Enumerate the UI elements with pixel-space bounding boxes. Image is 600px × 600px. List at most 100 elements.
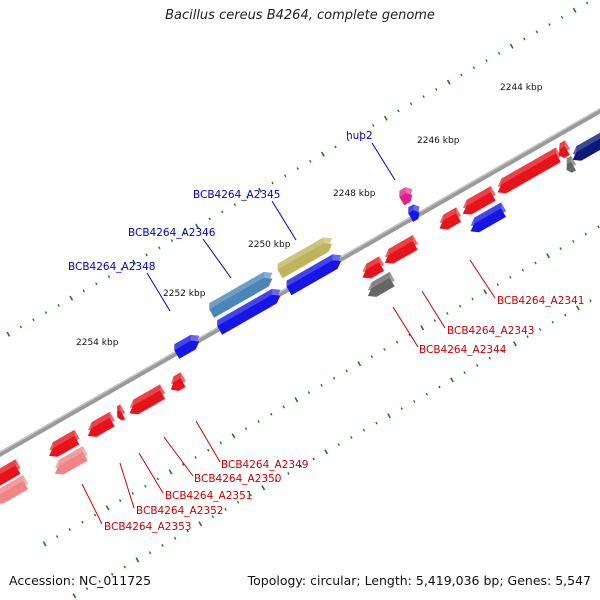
gene-label-a2341[interactable]: BCB4264_A2341 <box>497 295 584 307</box>
scale-tick <box>118 499 122 503</box>
scale-label-2250: 2250 kbp <box>248 240 291 250</box>
scale-tick <box>296 167 299 171</box>
scale-tick <box>269 412 273 416</box>
gene-label-a2343[interactable]: BCB4264_A2343 <box>447 325 534 337</box>
gene-block-left-pink <box>0 474 29 504</box>
scale-tick <box>485 59 488 63</box>
gene-label-a2351[interactable]: BCB4264_A2351 <box>165 490 252 502</box>
scale-tick <box>219 441 223 445</box>
gene-block-a2345 <box>277 237 333 279</box>
scale-tick <box>312 457 315 461</box>
scale-tick <box>559 247 562 251</box>
gene-block-a2341a <box>497 147 561 194</box>
scale-tick <box>131 491 134 495</box>
leader-a2345 <box>271 200 297 241</box>
scale-tick <box>375 421 378 425</box>
scale-tick <box>195 223 199 229</box>
scale-tick <box>523 37 526 41</box>
gene-block-small-blue <box>408 204 420 222</box>
scale-tick <box>488 356 492 360</box>
gene-block-a2343b <box>362 256 385 279</box>
scale-tick <box>346 138 350 142</box>
scale-tick <box>433 319 437 323</box>
gene-block-a2349 <box>170 372 186 392</box>
scale-tick <box>156 477 160 481</box>
scale-tick <box>249 493 252 497</box>
gene-label-a2345[interactable]: BCB4264_A2345 <box>193 189 280 201</box>
gene-block-hup2 <box>399 187 413 206</box>
gene-block-right-gray <box>566 155 577 173</box>
scale-tick <box>395 340 399 344</box>
scale-tick <box>597 225 600 229</box>
gene-block-a2352 <box>49 429 80 457</box>
scale-tick <box>181 463 185 467</box>
scale-tick <box>145 253 148 257</box>
gene-block-a2350b <box>116 404 126 421</box>
scale-tick <box>258 187 262 193</box>
gene-label-a2348[interactable]: BCB4264_A2348 <box>68 261 155 273</box>
gene-label-a2350[interactable]: BCB4264_A2350 <box>194 473 281 485</box>
scale-tick <box>334 145 337 149</box>
scale-tick <box>107 275 111 279</box>
scale-tick <box>463 371 466 375</box>
scale-tick <box>450 377 454 383</box>
page-title: Bacillus cereus B4264, complete genome <box>165 8 435 23</box>
scale-tick <box>383 347 386 351</box>
scale-tick <box>575 305 580 311</box>
scale-tick <box>383 115 388 121</box>
gene-block-a2350 <box>129 384 166 415</box>
gene-block-a2341c <box>462 186 496 215</box>
scale-tick <box>572 7 577 13</box>
scale-tick <box>337 443 340 447</box>
scale-tick <box>350 436 353 439</box>
scale-tick <box>170 239 174 243</box>
scale-tick <box>95 282 98 286</box>
scale-tick <box>370 355 374 359</box>
scale-tick <box>144 484 147 488</box>
scale-tick <box>551 320 554 324</box>
scale-tick <box>274 479 278 483</box>
scale-tick <box>208 217 211 221</box>
gene-block-left-red <box>0 459 21 486</box>
scale-tick <box>560 15 564 19</box>
gene-block-a2346b <box>217 288 281 335</box>
scale-tick <box>68 527 72 531</box>
gene-block-right-navy <box>572 129 600 161</box>
genome-summary-text: Topology: circular; Length: 5,419,036 bp… <box>247 573 591 588</box>
scale-tick <box>420 325 425 331</box>
scale-tick <box>309 159 312 163</box>
leader-a2344 <box>392 306 419 348</box>
scale-tick <box>42 541 47 547</box>
scale-tick <box>148 551 152 555</box>
scale-tick <box>198 521 203 527</box>
scale-tick <box>460 73 463 77</box>
gene-label-a2344[interactable]: BCB4264_A2344 <box>419 344 507 356</box>
gene-label-a2353[interactable]: BCB4264_A2353 <box>104 521 191 533</box>
scale-tick <box>236 500 240 504</box>
scale-tick <box>475 364 479 367</box>
scale-tick <box>521 268 525 272</box>
gene-label-a2346[interactable]: BCB4264_A2346 <box>128 227 216 239</box>
scale-tick <box>194 455 197 459</box>
scale-tick <box>233 203 237 207</box>
scale-tick <box>105 505 110 511</box>
scale-tick <box>282 405 286 409</box>
scale-tick <box>173 536 177 540</box>
scale-tick <box>584 232 588 236</box>
gene-label-a2352[interactable]: BCB4264_A2352 <box>136 505 223 517</box>
scale-tick <box>231 433 236 439</box>
scale-tick <box>168 469 173 475</box>
gene-label-hup2[interactable]: hup2 <box>346 130 373 142</box>
gene-block-a2351 <box>87 411 115 437</box>
leader-a2353 <box>81 483 103 525</box>
leader-a2348 <box>146 272 171 312</box>
gene-label-a2349[interactable]: BCB4264_A2349 <box>221 459 308 471</box>
scale-tick <box>207 448 210 452</box>
scale-tick <box>397 109 400 113</box>
scale-tick <box>548 23 551 27</box>
scale-tick <box>413 400 416 403</box>
scale-tick <box>362 428 366 432</box>
scale-tick <box>409 102 413 106</box>
scale-label-2254: 2254 kbp <box>76 338 119 348</box>
